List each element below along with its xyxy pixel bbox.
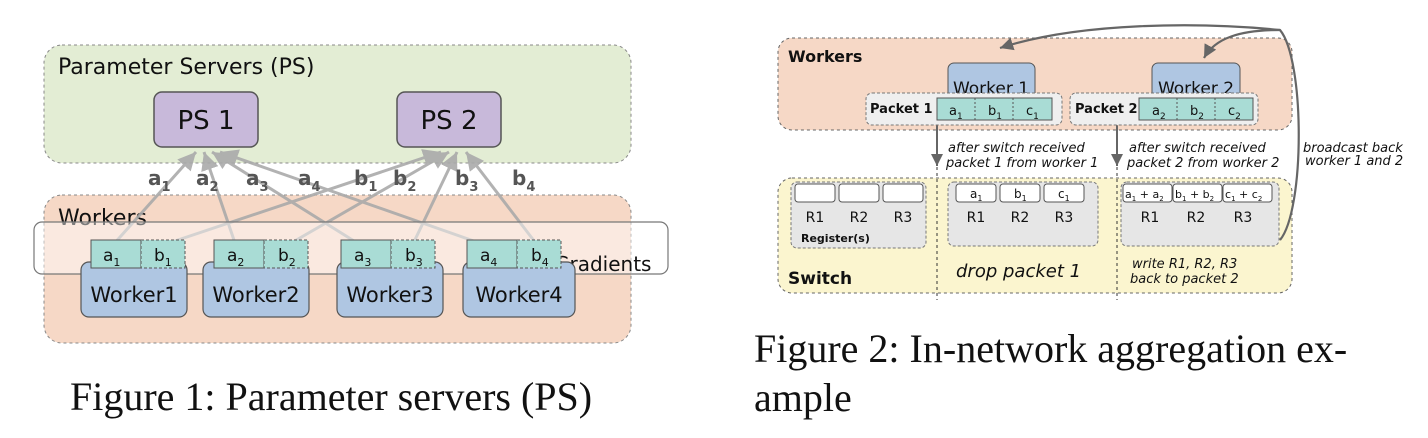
figure-2: Workers Worker 1 Worker 2 Packet 1 a1 b1… bbox=[754, 24, 1403, 420]
gradient-cell bbox=[340, 239, 392, 269]
packet1-cell-a: a1 bbox=[949, 104, 963, 122]
gradient-a: a1 bbox=[103, 246, 120, 269]
register-label-r1: R1 bbox=[967, 210, 986, 226]
gradient-cell bbox=[263, 239, 309, 269]
figure-1-caption: Figure 1: Parameter servers (PS) bbox=[70, 374, 592, 419]
edge-label-a3: a3 bbox=[246, 166, 269, 195]
write-line2: back to packet 2 bbox=[1130, 272, 1239, 287]
figure-1: Parameter Servers (PS) PS 1 PS 2 Workers… bbox=[33, 44, 669, 419]
figure-2-caption-line2: ample bbox=[754, 375, 852, 420]
register-value-c1: c1 bbox=[1058, 187, 1070, 203]
register-label-r2: R2 bbox=[1011, 210, 1030, 226]
worker-2: Worker2 a2 b2 bbox=[202, 239, 310, 318]
worker-label: Worker2 bbox=[212, 283, 299, 307]
packet2-cell-c: c2 bbox=[1228, 104, 1241, 122]
worker-label: Worker3 bbox=[346, 283, 433, 307]
gradient-b: b3 bbox=[405, 246, 423, 269]
worker-4: Worker4 a4 b4 bbox=[462, 239, 576, 318]
ps-region-label: Parameter Servers (PS) bbox=[58, 55, 314, 80]
register-cell bbox=[1122, 183, 1173, 203]
edge-label-b1: b1 bbox=[354, 166, 377, 195]
registers-label: Register(s) bbox=[801, 232, 870, 245]
register-sum-c: c1 + c2 bbox=[1225, 188, 1262, 203]
register-label-r3: R3 bbox=[1234, 210, 1253, 226]
write-line1: write R1, R2, R3 bbox=[1132, 257, 1237, 272]
gradient-a: a2 bbox=[227, 246, 244, 269]
worker-1: Worker1 a1 b1 bbox=[80, 239, 188, 318]
gradient-cell bbox=[140, 239, 186, 269]
edge-label-a1: a1 bbox=[148, 166, 171, 195]
register-sum-b: b1 + b2 bbox=[1175, 188, 1214, 203]
register-cell bbox=[1172, 183, 1223, 203]
register-label-r2: R2 bbox=[850, 210, 869, 226]
gradient-cell bbox=[466, 239, 518, 269]
note2-line2: packet 2 from worker 2 bbox=[1126, 156, 1279, 171]
register-label-r1: R1 bbox=[1141, 210, 1160, 226]
gradient-cell bbox=[390, 239, 436, 269]
packet1-cells bbox=[936, 97, 1053, 121]
register-cell bbox=[794, 183, 836, 203]
register-value-a1: a1 bbox=[970, 187, 982, 203]
edge-label-a4: a4 bbox=[298, 166, 321, 195]
ps1-label: PS 1 bbox=[178, 106, 235, 136]
note2-line1: after switch received bbox=[1129, 141, 1267, 156]
edge-label-b3: b3 bbox=[455, 166, 478, 195]
worker-label: Worker1 bbox=[90, 283, 177, 307]
register-label-r1: R1 bbox=[806, 210, 825, 226]
worker-label: Worker4 bbox=[475, 283, 562, 307]
workers-region-label: Workers bbox=[58, 206, 147, 231]
broadcast-arrow-worker2 bbox=[1203, 28, 1281, 59]
register-cell bbox=[999, 183, 1041, 203]
broadcast-line2: worker 1 and 2 bbox=[1305, 154, 1403, 169]
register-cell bbox=[1222, 183, 1273, 203]
packet1-cell-c: c1 bbox=[1026, 104, 1039, 122]
register-label-r2: R2 bbox=[1187, 210, 1206, 226]
gradient-b: b4 bbox=[531, 246, 549, 269]
packet2-cell-a: a2 bbox=[1152, 104, 1166, 122]
broadcast-line1: broadcast back bbox=[1303, 141, 1403, 156]
edge-label-b2: b2 bbox=[393, 166, 416, 195]
gradient-a: a4 bbox=[480, 246, 497, 269]
gradient-b: b2 bbox=[278, 246, 296, 269]
register-label-r3: R3 bbox=[1055, 210, 1074, 226]
note1-line1: after switch received bbox=[948, 141, 1086, 156]
ps1-box bbox=[153, 91, 259, 148]
register-sum-a: a1 + a2 bbox=[1125, 188, 1164, 203]
f2-workers-label: Workers bbox=[788, 47, 862, 66]
ps2-label: PS 2 bbox=[421, 106, 478, 136]
note1-line2: packet 1 from worker 1 bbox=[945, 156, 1098, 171]
switch-label: Switch bbox=[788, 269, 852, 289]
edge-label-a2: a2 bbox=[196, 166, 219, 195]
packet1-cell-b: b1 bbox=[988, 104, 1002, 122]
packet2-label: Packet 2 bbox=[1075, 102, 1138, 117]
gradient-b: b1 bbox=[154, 246, 172, 269]
register-cell bbox=[955, 183, 997, 203]
gradient-arrows bbox=[110, 149, 540, 248]
worker-3: Worker3 a3 b3 bbox=[336, 239, 444, 318]
notes: after switch received packet 1 from work… bbox=[945, 141, 1403, 171]
gradient-cell bbox=[516, 239, 562, 269]
gradient-cell bbox=[213, 239, 265, 269]
packet2-cell-b: b2 bbox=[1190, 104, 1204, 122]
register-cell bbox=[838, 183, 880, 203]
register-cell bbox=[882, 183, 924, 203]
register-value-b1: b1 bbox=[1014, 187, 1027, 203]
figure-2-caption-line1: Figure 2: In-network aggregation ex- bbox=[754, 326, 1347, 371]
edge-label-b4: b4 bbox=[512, 166, 535, 195]
drop-packet-label: drop packet 1 bbox=[956, 261, 1081, 282]
ps2-box bbox=[396, 91, 502, 148]
packet1-label: Packet 1 bbox=[870, 102, 933, 117]
gradient-a: a3 bbox=[354, 246, 371, 269]
packet2-cells bbox=[1138, 97, 1254, 121]
register-cell bbox=[1043, 183, 1085, 203]
edge-labels: a1 a2 a3 a4 b1 b2 b3 b4 bbox=[148, 166, 535, 195]
register-label-r3: R3 bbox=[894, 210, 913, 226]
